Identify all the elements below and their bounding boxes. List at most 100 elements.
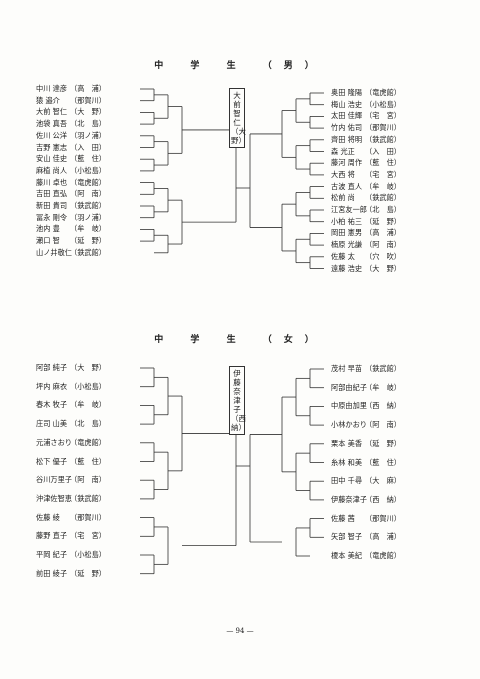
entrant-name: 古波 直人 [331,181,363,191]
entrant-team: （北 島） [365,205,401,214]
entrant-team: （竜虎館） [70,437,106,447]
entrant-team: （阿 南） [70,475,106,485]
entrant-row: 麻植 尚人（小松島） [36,166,106,176]
entrant-team: （穴 吹） [365,251,401,261]
entrant-row: 松下 優子（藍 住） [36,457,106,467]
entrant-team: （鉄武館） [365,193,401,203]
entrant-row: 猿 邉介 （那賀川） [36,96,106,106]
entrant-name: 佐藤 綾 [36,512,60,522]
entrant-team: （鉄武館） [70,201,106,210]
entrant-row: 藤川 卓也（竜虎館） [36,178,106,188]
entrant-team: （入 田） [70,142,106,152]
entrant-row: 藤河 周作（藍 住） [331,158,401,168]
entrant-row: 小柏 祐三（延 野） [331,217,401,227]
entrant-team: （高 浦） [365,228,401,238]
entrant-team: （那賀川） [70,512,106,522]
entrant-row: 大西 将（宅 宮） [331,170,401,180]
entrant-name: 竹内 佑司 [331,123,363,133]
entrant-team: （鉄武館） [70,247,106,257]
entrant-team: （西 納） [365,494,401,504]
entrant-row: 瀬口 智（延 野） [36,236,106,246]
entrant-team: （小松島） [365,99,401,109]
entrant-row: 中川 達彦（高 浦） [36,84,106,94]
entrant-name: 遠藤 浩史 [331,263,363,273]
entrant-name: 小柏 祐三 [331,216,363,226]
entrant-row: 梅山 浩史（小松島） [331,100,401,110]
entrant-name: 猿 邉介 [36,95,60,105]
entrant-team: （北 島） [70,119,106,129]
entrant-team: （入 田） [365,146,401,156]
entrant-name: 大西 将 [331,169,355,179]
entrant-name: 大前 智仁 [36,107,68,117]
entrant-name: 坪内 麻衣 [36,381,68,391]
entrant-team: （那賀川） [70,95,106,105]
entrant-name: 藤川 卓也 [36,177,68,187]
entrant-team: （竜虎館） [365,551,401,560]
entrant-name: 春木 牧子 [36,400,68,410]
entrant-team: （那賀川） [365,123,401,133]
entrant-name: 麻植 尚人 [36,165,68,175]
entrant-name: 栗本 美香 [331,438,363,448]
entrant-team: （藍 住） [70,154,106,164]
entrant-row: 元浦さおり（竜虎館） [36,438,106,448]
entrant-team: （延 野） [365,438,401,448]
entrant-team: （小松島） [70,381,106,391]
entrant-team: （延 野） [70,236,106,246]
entrant-name: 佐藤 太 [331,251,355,261]
entrant-team: （鉄武館） [70,493,106,503]
entrant-team: （竜虎館） [365,88,401,97]
entrant-name: 榎本 美紀 [331,551,363,560]
entrant-name: 中原由加里 [331,401,367,411]
entrant-name: 佐藤 茜 [331,513,355,523]
entrant-name: 太田 佳輝 [331,111,363,121]
entrant-row: 江宮友一郎（北 島） [331,205,401,215]
entrant-name: 藤河 周作 [331,158,363,168]
entrant-row: 池内 豊（牟 岐） [36,224,106,234]
entrant-row: 新田 貴司（鉄武館） [36,201,106,211]
boys-heading: 中 学 生 （男） [154,61,326,71]
entrant-team: （阿 南） [365,240,401,250]
entrant-row: 佐藤 茜（那賀川） [331,514,401,524]
entrant-row: 佐川 公洋（羽ノ浦） [36,131,106,141]
entrant-row: 坪内 麻衣（小松島） [36,382,106,392]
entrant-row: 楠原 光謙（阿 南） [331,240,401,250]
entrant-row: 栗本 美香（延 野） [331,439,401,449]
entrant-name: 江宮友一郎 [331,205,367,214]
entrant-team: （小松島） [70,550,106,559]
entrant-name: 冨永 剛令 [36,212,68,222]
entrant-row: 佐藤 綾 （那賀川） [36,513,106,523]
entrant-team: （大 麻） [365,476,401,486]
entrant-team: （鉄武館） [365,364,401,373]
entrant-name: 谷川万里子 [36,475,72,485]
entrant-row: 冨永 剛令（羽ノ浦） [36,213,106,223]
entrant-row: 阿部 純子（大 野） [36,363,106,373]
girls-champion-box: 伊藤奈津子（西 納） [229,366,246,435]
entrant-name: 池袋 真吾 [36,119,68,129]
entrant-row: 岡田 憲男（高 浦） [331,228,401,238]
entrant-team: （藍 住） [365,457,401,467]
entrant-team: （高 浦） [365,532,401,542]
entrant-row: 小林かおり（阿 南） [331,420,401,430]
entrant-row: 谷川万里子（阿 南） [36,475,106,485]
entrant-name: 茂村 早苗 [331,364,363,373]
entrant-team: （羽ノ浦） [70,130,106,140]
entrant-name: 沖津佐智恵 [36,493,72,503]
entrant-name: 安山 佳史 [36,154,68,164]
entrant-name: 矢部 智子 [331,532,363,542]
boys-champion-box: 大前 智仁（大 野） [229,88,246,148]
entrant-name: 岡田 憲男 [331,228,363,238]
entrant-name: 奥田 隆陽 [331,88,363,97]
entrant-name: 糸林 和美 [331,457,363,467]
entrant-row: 遠藤 浩史（大 野） [331,264,401,274]
entrant-name: 藤野 直子 [36,531,68,541]
entrant-row: 沖津佐智恵（鉄武館） [36,494,106,504]
entrant-name: 齊田 将明 [331,134,363,144]
entrant-row: 茂村 早苗（鉄武館） [331,364,401,374]
entrant-name: 佐川 公洋 [36,130,68,140]
entrant-team: （藍 住） [365,158,401,168]
entrant-row: 大前 智仁（大 野） [36,107,106,117]
entrant-row: 吉田 直弘（阿 南） [36,189,106,199]
entrant-team: （阿 南） [70,189,106,199]
entrant-name: 平岡 紀子 [36,550,68,559]
entrant-name: 吉野 憲志 [36,142,68,152]
